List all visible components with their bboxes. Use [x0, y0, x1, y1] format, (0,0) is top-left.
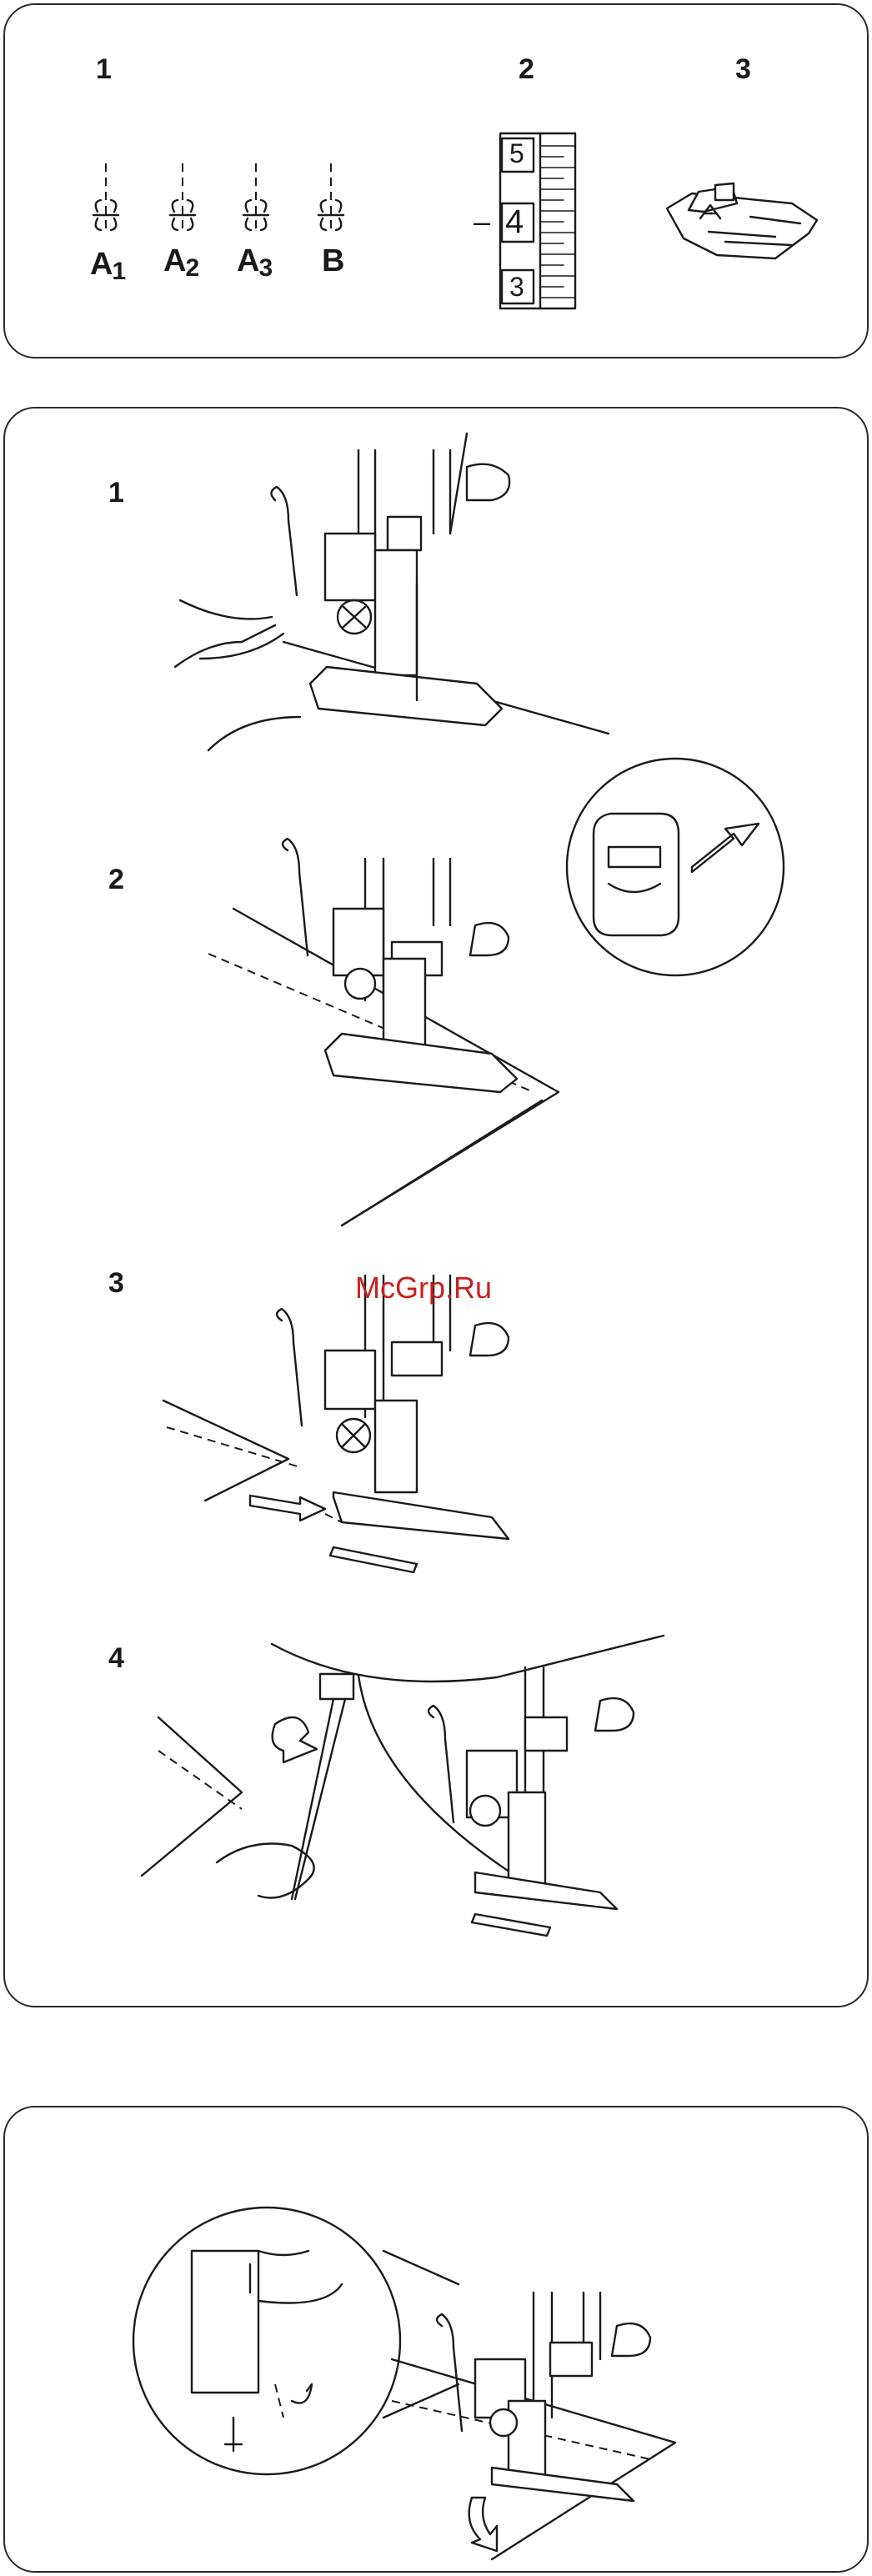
handwheel-inset-icon [133, 2208, 459, 2474]
finishing-sewing-foot-icon [392, 2293, 675, 2559]
